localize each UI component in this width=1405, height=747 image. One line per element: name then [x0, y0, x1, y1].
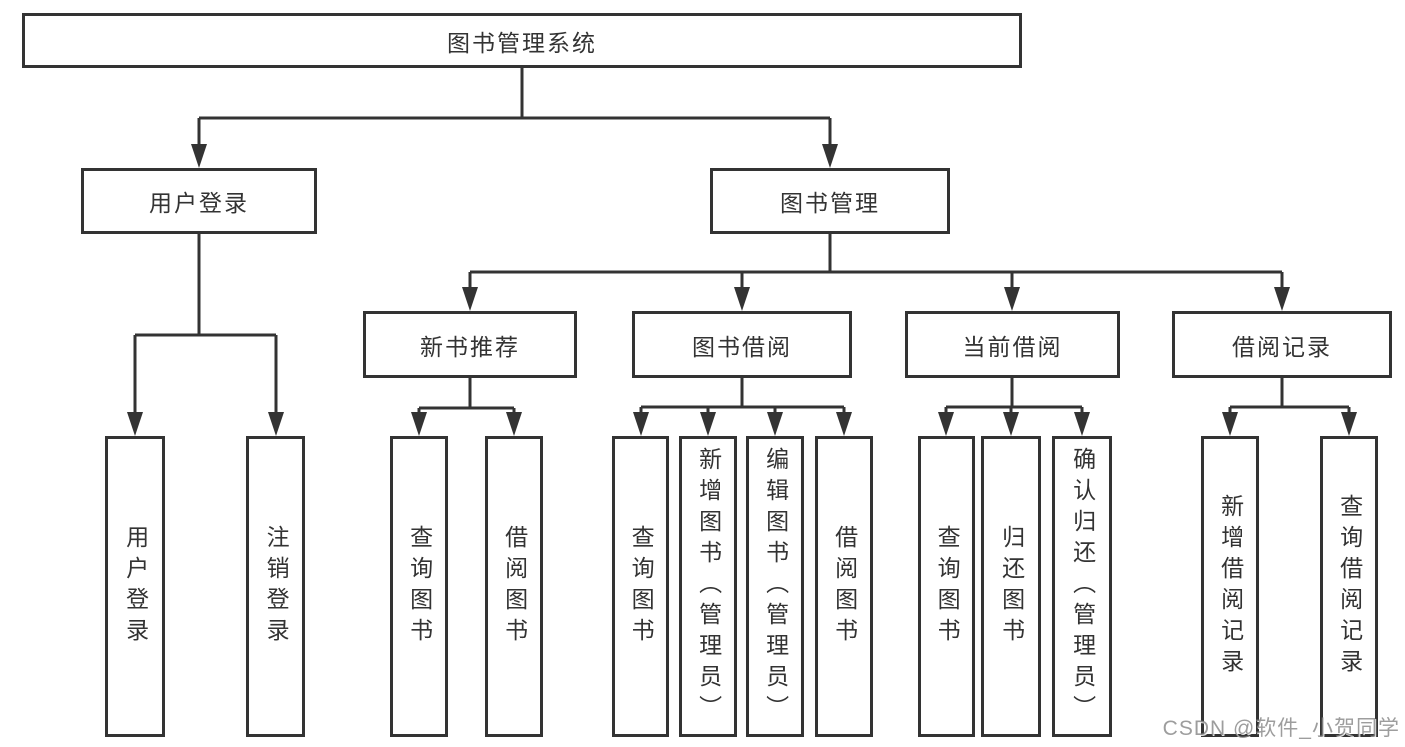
- node-label: 编辑图书（管理员）: [762, 447, 789, 726]
- node-records-query-record: 查询借阅记录: [1320, 436, 1378, 737]
- node-label: 借阅图书: [501, 524, 528, 649]
- node-login: 用户登录: [105, 436, 165, 737]
- node-current-confirm-return: 确认归还（管理员）: [1052, 436, 1112, 737]
- node-label: 图书管理: [780, 190, 880, 216]
- node-root: 图书管理系统: [22, 13, 1022, 68]
- node-label: 图书管理系统: [447, 29, 597, 56]
- node-borrowing-add-books: 新增图书（管理员）: [679, 436, 737, 737]
- edge-current-borrowing-to-leaves: [938, 378, 1090, 436]
- edge-user-login-to-leaves: [127, 234, 284, 436]
- node-borrowing-records: 借阅记录: [1172, 311, 1392, 378]
- node-user-login: 用户登录: [81, 168, 317, 234]
- node-label: 新书推荐: [420, 333, 520, 360]
- node-label: 新增图书（管理员）: [695, 447, 722, 726]
- node-label: 图书借阅: [692, 333, 792, 360]
- node-label: 查询图书: [406, 524, 433, 649]
- edge-new-book-recommend-to-leaves: [411, 378, 522, 436]
- edge-book-borrowing-to-leaves: [633, 378, 852, 436]
- node-borrowing-edit-books: 编辑图书（管理员）: [746, 436, 804, 737]
- node-recommend-borrow-books: 借阅图书: [485, 436, 543, 737]
- node-recommend-query-books: 查询图书: [390, 436, 448, 737]
- node-label: 查询图书: [628, 524, 655, 649]
- node-label: 注销登录: [263, 524, 290, 649]
- node-current-query-books: 查询图书: [918, 436, 975, 737]
- node-logout: 注销登录: [246, 436, 305, 737]
- node-book-borrowing: 图书借阅: [632, 311, 852, 378]
- edge-book-management-to-level3: [462, 234, 1290, 311]
- node-label: 查询图书: [934, 524, 961, 649]
- node-book-management: 图书管理: [710, 168, 950, 234]
- node-label: 查询借阅记录: [1336, 493, 1363, 680]
- watermark: CSDN @软件_小贺同学: [1162, 717, 1400, 740]
- node-new-book-recommend: 新书推荐: [363, 311, 577, 378]
- node-label: 确认归还（管理员）: [1069, 447, 1096, 726]
- node-label: 新增借阅记录: [1217, 493, 1244, 680]
- node-label: 用户登录: [122, 524, 149, 649]
- node-label: 用户登录: [149, 190, 249, 216]
- node-records-add-record: 新增借阅记录: [1201, 436, 1259, 737]
- node-label: 归还图书: [998, 524, 1025, 649]
- node-label: 借阅图书: [831, 524, 858, 649]
- node-borrowing-borrow-books: 借阅图书: [815, 436, 873, 737]
- edge-root-to-level2: [191, 68, 838, 168]
- node-current-borrowing: 当前借阅: [905, 311, 1120, 378]
- node-borrowing-query-books: 查询图书: [612, 436, 669, 737]
- edge-borrowing-records-to-leaves: [1222, 378, 1357, 436]
- node-label: 借阅记录: [1232, 333, 1332, 360]
- node-label: 当前借阅: [962, 333, 1063, 360]
- node-current-return-books: 归还图书: [981, 436, 1041, 737]
